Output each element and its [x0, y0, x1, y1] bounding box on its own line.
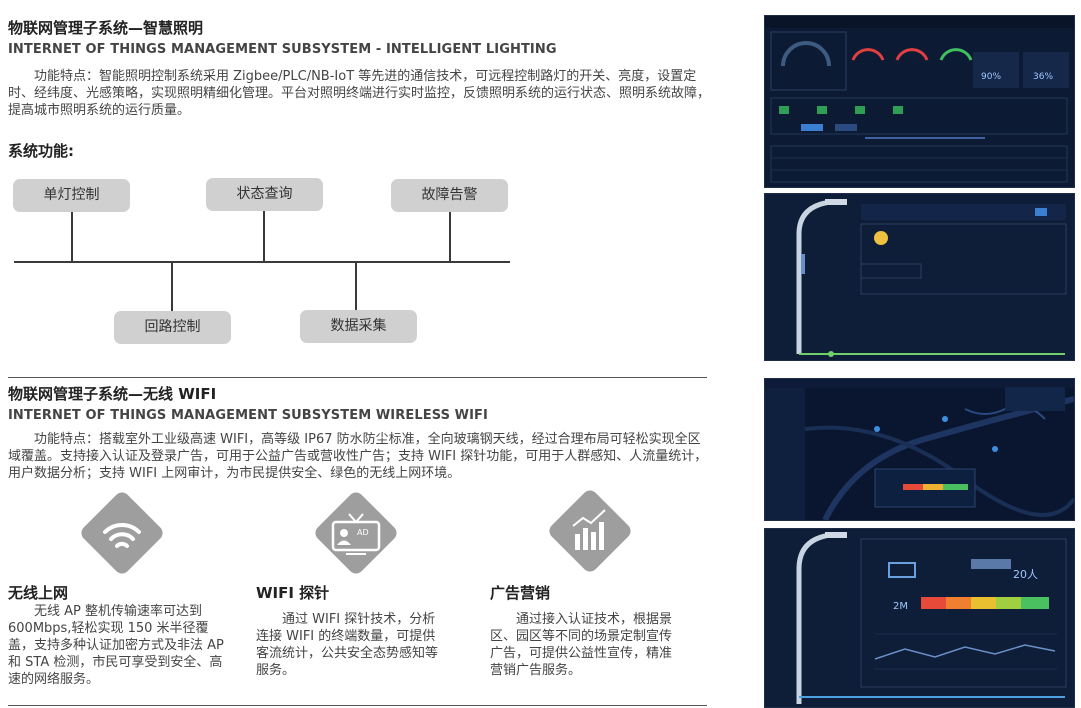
tree-connector [263, 211, 265, 261]
tree-connector [355, 263, 357, 312]
wifi-title: 物联网管理子系统—无线 WIFI [8, 385, 217, 403]
function-fault-alarm: 故障告警 [391, 179, 508, 212]
probe-count-value: 20人 [1013, 568, 1038, 581]
bar-chart-icon [545, 486, 635, 576]
function-data-collection: 数据采集 [300, 310, 417, 343]
function-single-lamp-control: 单灯控制 [13, 179, 130, 212]
bottom-divider [8, 705, 707, 706]
feature-title-probe: WIFI 探针 [256, 584, 330, 602]
wifi-subtitle: INTERNET OF THINGS MANAGEMENT SUBSYSTEM … [8, 408, 488, 423]
wifi-probe-screenshot: 20人 2M [764, 528, 1075, 708]
feature-title-advertising: 广告营销 [490, 584, 551, 602]
street-lamp-control-screenshot [764, 193, 1075, 361]
lighting-dashboard-screenshot: 90% 36% [764, 15, 1075, 188]
lighting-rate-value: 90% [981, 72, 1002, 82]
lighting-title: 物联网管理子系统—智慧照明 [8, 19, 204, 37]
feature-title-wireless: 无线上网 [8, 584, 69, 602]
feature-text-probe: 通过 WIFI 探针技术，分析连接 WIFI 的终端数量，可提供客流统计，公共安… [256, 612, 439, 678]
wifi-map-screenshot [764, 378, 1075, 521]
tree-connector [71, 211, 73, 261]
tree-connector [171, 263, 173, 312]
feature-text-advertising: 通过接入认证技术，根据景区、园区等不同的场景定制宣传广告，可提供公益性宣传，精准… [490, 612, 673, 678]
wifi-feature-icon [77, 488, 167, 578]
ad-probe-icon: AD [311, 488, 401, 578]
fault-rate-value: 36% [1033, 72, 1054, 82]
tree-connector [449, 211, 451, 261]
tree-main-line [14, 261, 510, 263]
lighting-subtitle: INTERNET OF THINGS MANAGEMENT SUBSYSTEM … [8, 42, 557, 57]
wifi-description: 功能特点：搭载室外工业级高速 WIFI，高等级 IP67 防水防尘标准，全向玻璃… [8, 432, 708, 481]
function-status-query: 状态查询 [206, 178, 323, 211]
section-divider [8, 377, 707, 378]
function-loop-control: 回路控制 [114, 311, 231, 344]
functions-title: 系统功能: [8, 142, 74, 160]
probe-rate-value: 2M [893, 601, 908, 612]
feature-text-wireless: 无线 AP 整机传输速率可达到 600Mbps,轻松实现 150 米半径覆盖，支… [8, 604, 224, 687]
ad-badge: AD [357, 528, 369, 537]
lighting-description: 功能特点：智能照明控制系统采用 Zigbee/PLC/NB-IoT 等先进的通信… [8, 69, 711, 118]
